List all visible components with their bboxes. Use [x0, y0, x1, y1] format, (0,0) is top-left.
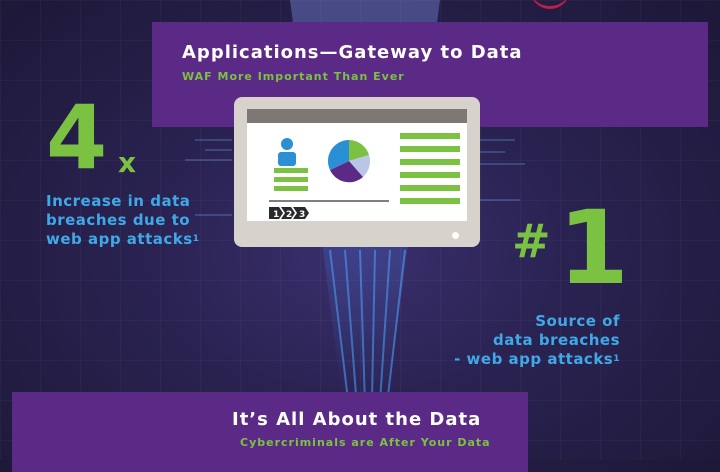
header-subtitle: WAF More Important Than Ever	[182, 70, 405, 83]
stat-right-line-3-wrap: - web app attacks1	[420, 350, 620, 369]
stat-right-line-2: data breaches	[493, 331, 620, 349]
footer-title: It’s All About the Data	[232, 409, 482, 430]
monitor-camera-dot	[452, 232, 459, 239]
stat-right-footnote: 1	[613, 354, 620, 364]
screen-titlebar	[247, 109, 467, 123]
step-2: 2	[286, 210, 292, 220]
screen-content: 1 2 3	[269, 133, 460, 220]
stat-left-description: Increase in data breaches due to web app…	[46, 192, 199, 249]
header-title: Applications—Gateway to Data	[182, 42, 523, 63]
stat-right-prefix: #	[512, 214, 551, 268]
pie-chart-icon	[327, 139, 370, 183]
stat-left-line-3-wrap: web app attacks1	[46, 230, 199, 249]
stat-left-footnote: 1	[192, 234, 200, 244]
user-icon	[278, 138, 296, 166]
stat-left-line-3: web app attacks	[46, 230, 193, 248]
stat-right-line-1: Source of	[535, 312, 620, 330]
stat-left-number: 4	[46, 86, 108, 189]
step-1: 1	[273, 210, 279, 220]
footer-subtitle: Cybercriminals are After Your Data	[240, 436, 491, 449]
monitor-illustration: 1 2 3	[234, 97, 480, 247]
step-indicator: 1 2 3	[269, 207, 309, 220]
stat-left-line-2: breaches due to	[46, 211, 191, 229]
step-3: 3	[299, 210, 305, 220]
footer-banner: It’s All About the Data Cybercriminals a…	[12, 392, 528, 472]
stat-right-line-3: - web app attacks	[454, 350, 614, 368]
stat-right-description: Source of data breaches - web app attack…	[420, 312, 620, 369]
monitor-screen: 1 2 3	[247, 109, 467, 221]
top-accent-arc	[530, 0, 570, 9]
stat-right-number: 1	[558, 189, 629, 308]
data-stream-lines	[185, 139, 525, 406]
stat-left-line-1: Increase in data	[46, 192, 191, 210]
stat-left-unit: x	[118, 146, 137, 179]
